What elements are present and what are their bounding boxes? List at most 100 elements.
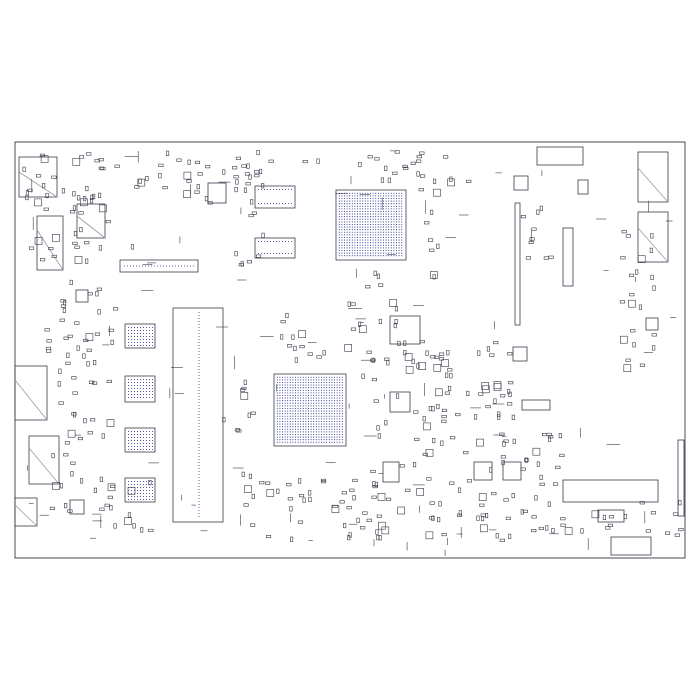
- passive-component: [349, 488, 355, 492]
- pin-pad: [369, 205, 372, 207]
- ic-small-6: [513, 175, 529, 191]
- passive-component: [443, 155, 449, 159]
- pin-pad: [393, 239, 395, 241]
- pin-pad: [385, 252, 387, 254]
- passive-component: [51, 254, 57, 258]
- pin-pad: [287, 410, 289, 412]
- pin-pad: [333, 384, 336, 386]
- passive-component: [652, 345, 656, 351]
- pin-pad: [127, 439, 130, 442]
- passive-component: [52, 482, 60, 490]
- pin-pad: [354, 197, 356, 200]
- pin-pad: [145, 433, 148, 436]
- passive-component: [632, 342, 636, 348]
- pin-pad: [333, 436, 336, 438]
- passive-component: [246, 163, 250, 169]
- pin-pad: [284, 441, 286, 443]
- pin-pad: [279, 189, 280, 190]
- pin-pad: [395, 252, 398, 254]
- pin-pad: [151, 483, 154, 486]
- passive-component: [481, 382, 490, 390]
- passive-component: [431, 515, 435, 521]
- passive-component: [393, 322, 397, 329]
- pin-pad: [326, 389, 328, 391]
- pin-pad: [326, 407, 328, 410]
- pin-pad: [320, 436, 323, 438]
- pin-pad: [401, 197, 403, 200]
- passive-component: [350, 327, 357, 331]
- pin-pad: [336, 400, 338, 402]
- pin-pad: [367, 231, 369, 233]
- pin-pad: [351, 203, 353, 205]
- pin-pad: [285, 203, 286, 204]
- passive-component: [63, 336, 69, 340]
- pin-pad: [338, 229, 340, 231]
- pin-pad: [284, 381, 286, 384]
- passive-component: [96, 287, 102, 291]
- pin-pad: [364, 200, 366, 202]
- pin-pad: [297, 381, 299, 384]
- pin-pad: [339, 415, 341, 417]
- passive-component: [621, 230, 627, 234]
- passive-component: [501, 459, 505, 466]
- pin-pad: [336, 426, 338, 428]
- pin-pad: [372, 226, 374, 228]
- pin-pad: [356, 255, 359, 257]
- passive-component: [79, 227, 83, 233]
- passive-component: [539, 482, 545, 486]
- pin-pad: [377, 239, 379, 241]
- passive-component: [67, 334, 73, 338]
- pin-pad: [393, 244, 395, 246]
- pin-pad: [351, 223, 353, 226]
- pin-pad: [359, 239, 361, 241]
- passive-component: [108, 328, 114, 332]
- pin-pad: [315, 405, 317, 407]
- pin-pad: [351, 252, 353, 254]
- pin-pad: [328, 405, 330, 407]
- pin-pad: [281, 428, 284, 430]
- pin-pad: [139, 338, 142, 341]
- passive-component: [254, 170, 260, 174]
- pin-pad: [315, 392, 317, 394]
- passive-component: [673, 512, 679, 516]
- pin-pad: [362, 208, 364, 210]
- pin-pad: [318, 436, 320, 438]
- passive-component: [80, 198, 88, 207]
- pin-pad: [127, 341, 130, 344]
- pin-pad: [300, 423, 302, 425]
- pin-pad: [289, 387, 291, 389]
- pin-pad: [136, 393, 139, 396]
- pin-pad: [375, 197, 377, 200]
- passive-component: [243, 503, 249, 507]
- pin-pad: [388, 221, 390, 223]
- pin-pad: [284, 431, 286, 433]
- passive-component: [528, 240, 534, 244]
- pin-pad: [305, 381, 307, 384]
- pin-pad: [380, 210, 382, 213]
- pin-pad: [343, 213, 346, 215]
- passive-component: [113, 523, 117, 529]
- pin-pad: [294, 379, 297, 381]
- soc-bga: [273, 373, 347, 447]
- pin-pad: [331, 381, 333, 384]
- pin-pad: [313, 389, 315, 391]
- pin-pad: [375, 210, 377, 213]
- passive-component: [289, 506, 293, 512]
- pin-pad: [341, 236, 343, 239]
- pin-pad: [341, 197, 343, 200]
- pin-pad: [341, 397, 343, 399]
- passive-component: [99, 507, 105, 511]
- pin-pad: [302, 387, 304, 389]
- pin-pad: [359, 210, 361, 213]
- passive-component: [240, 388, 246, 392]
- pin-pad: [300, 402, 302, 404]
- pin-pad: [307, 426, 310, 428]
- pin-pad: [313, 400, 315, 402]
- connector-left-3: [76, 203, 106, 239]
- pin-pad: [284, 428, 286, 430]
- pin-pad: [305, 392, 307, 394]
- passive-component: [433, 363, 442, 372]
- pin-pad: [292, 394, 294, 397]
- pin-pad: [315, 400, 317, 402]
- passive-component: [449, 481, 455, 485]
